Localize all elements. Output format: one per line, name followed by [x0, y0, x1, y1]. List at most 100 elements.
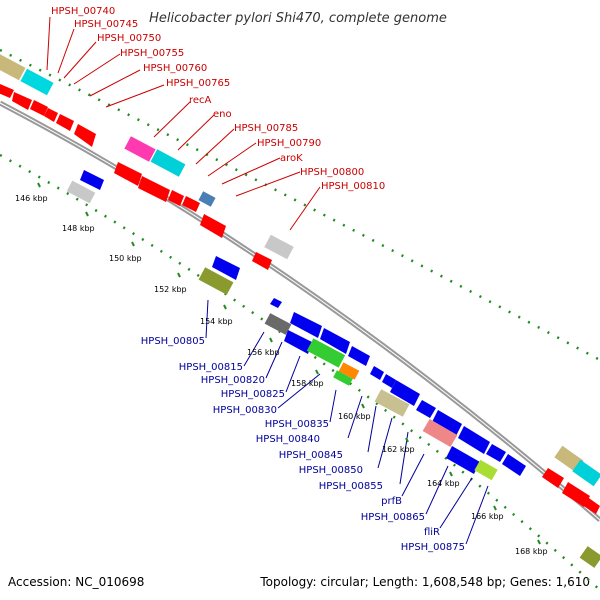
gene-label-arok: aroK: [280, 153, 303, 164]
gene-label-hpsh-00805: HPSH_00805: [141, 336, 205, 347]
gene-label-hpsh-00835: HPSH_00835: [265, 419, 329, 430]
gene-block: [333, 370, 353, 386]
tick-label: 150 kbp: [109, 254, 142, 263]
gene-arrow: [562, 482, 590, 507]
gene-arrow: [0, 84, 14, 98]
gene-arrow: [138, 176, 170, 202]
gene-arrow: [80, 170, 104, 190]
gene-label-hpsh-00790: HPSH_00790: [257, 138, 321, 149]
gene-arrow: [30, 100, 48, 116]
gene-label-hpsh-00850: HPSH_00850: [299, 465, 363, 476]
gene-block: [474, 459, 498, 481]
gene-block: [579, 546, 600, 568]
gene-arrow: [502, 454, 526, 476]
gene-label-prfb: prfB: [381, 496, 402, 507]
gene-label-hpsh-00750: HPSH_00750: [97, 33, 161, 44]
gene-label-hpsh-00760: HPSH_00760: [143, 63, 207, 74]
gene-label-hpsh-00755: HPSH_00755: [120, 48, 184, 59]
tick-label: 146 kbp: [15, 194, 48, 203]
gene-block: [306, 338, 346, 368]
reverse-leader-lines: [205, 299, 489, 545]
gene-arrow: [168, 190, 184, 206]
gene-arrow: [446, 446, 480, 474]
gene-arrow: [458, 426, 490, 454]
reverse-genes: [66, 170, 600, 568]
gene-label-reca: recA: [189, 95, 212, 106]
gene-arrow: [290, 312, 322, 338]
accession-text: Accession: NC_010698: [8, 575, 144, 589]
gene-label-hpsh-00740: HPSH_00740: [51, 6, 115, 17]
kbp-tick-labels: 146 kbp 148 kbp 150 kbp 152 kbp 154 kbp …: [15, 194, 548, 556]
gene-label-hpsh-00875: HPSH_00875: [401, 542, 465, 553]
gene-block: [150, 149, 186, 177]
gene-arrow: [370, 366, 384, 380]
gene-block: [374, 389, 410, 417]
gene-label-hpsh-00765: HPSH_00765: [166, 78, 230, 89]
forward-gene-labels: HPSH_00740 HPSH_00745 HPSH_00750 HPSH_00…: [51, 6, 385, 192]
gene-label-hpsh-00810: HPSH_00810: [321, 181, 385, 192]
gene-arrow: [348, 346, 370, 366]
gc-content-rings: [0, 48, 600, 591]
gene-block: [422, 418, 458, 448]
gene-block: [198, 191, 216, 207]
tick-label: 154 kbp: [200, 317, 233, 326]
gene-label-hpsh-00745: HPSH_00745: [74, 19, 138, 30]
gene-arrow: [320, 328, 350, 354]
gene-arrow: [284, 330, 312, 354]
gene-label-flir: fliR: [424, 527, 440, 538]
gene-block: [66, 180, 96, 204]
tick-label: 160 kbp: [338, 412, 371, 421]
gene-block: [264, 234, 294, 260]
gene-label-hpsh-00845: HPSH_00845: [279, 450, 343, 461]
gene-arrow: [270, 298, 282, 308]
gene-label-hpsh-00815: HPSH_00815: [179, 362, 243, 373]
tick-label: 168 kbp: [515, 547, 548, 556]
gene-arrow: [44, 108, 58, 122]
gene-arrow: [212, 256, 240, 280]
gene-label-hpsh-00825: HPSH_00825: [221, 389, 285, 400]
gene-block: [124, 136, 156, 162]
gene-arrow: [416, 400, 436, 418]
gene-arrow: [390, 380, 420, 406]
gene-arrow: [432, 410, 462, 436]
gene-label-hpsh-00855: HPSH_00855: [319, 481, 383, 492]
genome-summary-text: Topology: circular; Length: 1,608,548 bp…: [259, 575, 590, 589]
gene-block: [198, 267, 234, 295]
gene-block: [264, 313, 292, 335]
gene-label-hpsh-00830: HPSH_00830: [213, 405, 277, 416]
gene-label-hpsh-00820: HPSH_00820: [201, 375, 265, 386]
gene-label-hpsh-00865: HPSH_00865: [361, 512, 425, 523]
gene-label-eno: eno: [213, 109, 232, 120]
gene-label-hpsh-00785: HPSH_00785: [234, 123, 298, 134]
backbone: [0, 100, 600, 522]
map-title: Helicobacter pylori Shi470, complete gen…: [149, 11, 447, 26]
kbp-tick-marks: [37, 182, 541, 545]
forward-leader-lines: [46, 16, 321, 231]
gene-arrow: [200, 214, 226, 238]
gene-arrow: [542, 468, 564, 488]
gc-ring-outer: [0, 48, 600, 362]
gene-label-hpsh-00800: HPSH_00800: [300, 167, 364, 178]
gene-block: [572, 459, 600, 487]
gene-arrow: [252, 252, 272, 270]
gene-arrow: [12, 92, 32, 110]
tick-label: 164 kbp: [427, 479, 460, 488]
tick-label: 158 kbp: [291, 379, 324, 388]
gene-block: [20, 68, 54, 96]
tick-label: 166 kbp: [471, 512, 504, 521]
gene-block: [0, 53, 26, 81]
tick-label: 152 kbp: [154, 285, 187, 294]
gene-arrow: [182, 196, 200, 212]
reverse-gene-labels: HPSH_00805 HPSH_00815 HPSH_00820 HPSH_00…: [141, 336, 465, 553]
gene-block: [338, 362, 360, 380]
gene-label-hpsh-00840: HPSH_00840: [256, 434, 320, 445]
gene-arrow: [486, 444, 506, 462]
gene-arrow: [56, 114, 74, 131]
gene-arrow: [74, 124, 96, 147]
gene-arrow: [582, 496, 600, 514]
tick-label: 148 kbp: [62, 224, 95, 233]
tick-label: 162 kbp: [382, 445, 415, 454]
gc-ring-inner: [0, 153, 600, 591]
forward-genes: [0, 53, 600, 514]
